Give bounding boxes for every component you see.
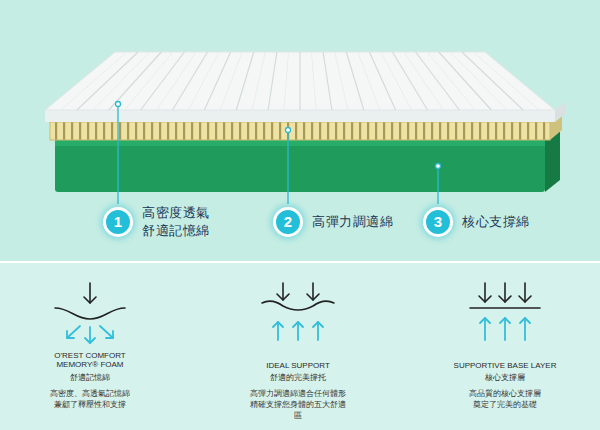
- feature-subtitle: 舒適的完美撐托: [270, 373, 326, 383]
- divider: [0, 261, 600, 263]
- feature-description: 高品質的核心支撐層 奠定了完美的基礎: [467, 389, 543, 411]
- top-ribs: [77, 52, 523, 110]
- middle-outline: [50, 122, 550, 140]
- callout: 3 核心支撐綿: [423, 207, 530, 237]
- middle-layer: [50, 122, 550, 140]
- foam-icon: [55, 283, 125, 343]
- callout-label: 高密度透氣 舒適記憶綿: [142, 204, 211, 239]
- top-side: [555, 102, 565, 122]
- callout: 2 高彈力調適綿: [273, 207, 393, 237]
- top-front: [45, 110, 555, 122]
- feature-subtitle: 核心支撐層: [485, 373, 525, 383]
- callout-label: 高彈力調適綿: [312, 213, 393, 231]
- feature-description: 高密度、高透氣記憶綿 兼顧了釋壓性和支撐: [48, 389, 132, 411]
- top-face: [45, 52, 555, 110]
- feature-description: 高彈力調適綿適合任何體形 精確支撐您身體的五大舒適區: [248, 389, 348, 421]
- base-highlight: [55, 140, 545, 146]
- base-layer: [55, 140, 545, 192]
- callout-number: 2: [273, 207, 303, 237]
- callout-number: 1: [103, 207, 133, 237]
- top-ribs-fine: [61, 52, 539, 110]
- top-background: [0, 0, 600, 261]
- base-icon: [470, 283, 540, 340]
- feature-title: IDEAL SUPPORT: [266, 361, 330, 370]
- callout: 1 高密度透氣 舒適記憶綿: [103, 204, 211, 239]
- feature-title: SUPPORTIVE BASE LAYER: [454, 361, 557, 370]
- leader-lines: [118, 104, 438, 204]
- feature-title: O'REST COMFORT MEMORY® FOAM: [50, 351, 130, 369]
- callout-number: 3: [423, 207, 453, 237]
- feature-subtitle: 舒適記憶綿: [70, 373, 110, 383]
- callout-label: 核心支撐綿: [462, 213, 530, 231]
- support-icon: [262, 283, 334, 340]
- leader-dots: [116, 102, 441, 169]
